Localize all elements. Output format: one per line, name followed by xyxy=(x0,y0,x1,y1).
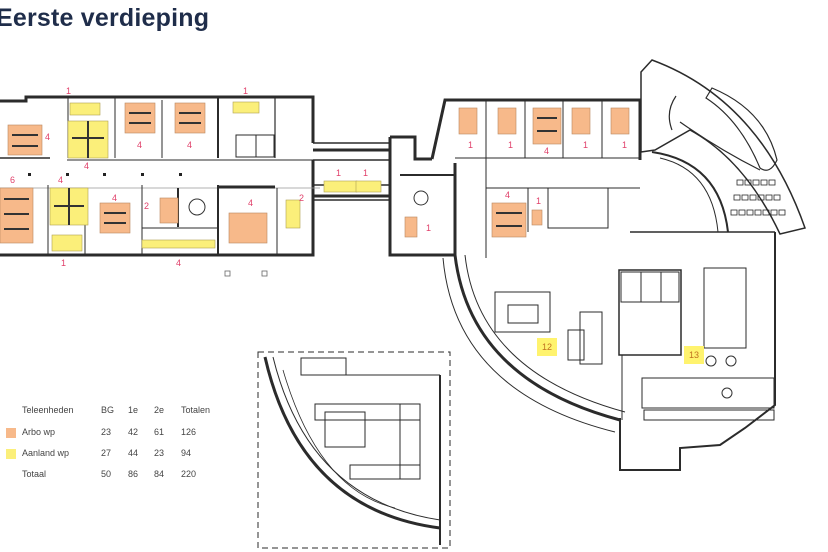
count-label: 1 xyxy=(536,196,542,206)
legend-cell: 126 xyxy=(181,427,197,437)
legend-cell: 86 xyxy=(128,469,139,479)
east-hall-outline xyxy=(453,254,621,422)
legend-header-total: Totalen xyxy=(181,405,211,415)
count-label: 2 xyxy=(299,193,305,203)
arbo-swatch xyxy=(6,428,16,438)
zone-tag-13: 13 xyxy=(684,346,704,364)
legend-header-name: Teleenheden xyxy=(22,405,74,415)
page-title: Eerste verdieping xyxy=(0,4,210,32)
legend-cell: 84 xyxy=(154,469,165,479)
legend-cell: 50 xyxy=(101,469,112,479)
count-label: 4 xyxy=(187,140,193,150)
west-wing-outline xyxy=(0,95,315,257)
count-label: 1 xyxy=(243,86,249,96)
aanland-swatch xyxy=(6,449,16,459)
auditorium-outline xyxy=(640,59,806,235)
legend-cell: 27 xyxy=(101,448,112,458)
count-label: 4 xyxy=(58,175,64,185)
zone-tag-12: 12 xyxy=(537,338,557,356)
count-label: 1 xyxy=(583,140,589,150)
count-label: 4 xyxy=(45,132,51,142)
count-label: 2 xyxy=(144,201,150,211)
legend-cell: 94 xyxy=(181,448,192,458)
legend-cell: 23 xyxy=(101,427,112,437)
count-label: 6 xyxy=(10,175,16,185)
count-label: 1 xyxy=(426,223,432,233)
count-label: 4 xyxy=(248,198,254,208)
legend-cell: 44 xyxy=(128,448,139,458)
legend-row-label: Arbo wp xyxy=(22,427,56,437)
count-label: 1 xyxy=(622,140,628,150)
count-label: 1 xyxy=(336,168,342,178)
legend-header-1e: 1e xyxy=(128,405,139,415)
legend-header-bg: BG xyxy=(101,405,115,415)
count-label: 4 xyxy=(505,190,511,200)
legend-cell: 42 xyxy=(128,427,139,437)
legend-header-2e: 2e xyxy=(154,405,165,415)
count-label: 1 xyxy=(61,258,67,268)
inset-frame xyxy=(257,351,451,549)
legend-row-label: Aanland wp xyxy=(22,448,70,458)
legend-cell: 23 xyxy=(154,448,165,458)
count-label: 4 xyxy=(176,258,182,268)
legend-cell: 61 xyxy=(154,427,165,437)
count-label: 1 xyxy=(508,140,514,150)
arbo-workstations xyxy=(0,102,630,244)
legend-cell: 220 xyxy=(181,469,197,479)
count-label: 1 xyxy=(363,168,369,178)
count-label: 4 xyxy=(84,161,90,171)
aanland-workstations xyxy=(49,101,382,252)
count-label: 1 xyxy=(468,140,474,150)
count-label: 4 xyxy=(137,140,143,150)
legend-row-label: Totaal xyxy=(22,469,47,479)
count-label: 4 xyxy=(112,193,118,203)
count-label: 1 xyxy=(66,86,72,96)
count-label: 4 xyxy=(544,146,550,156)
